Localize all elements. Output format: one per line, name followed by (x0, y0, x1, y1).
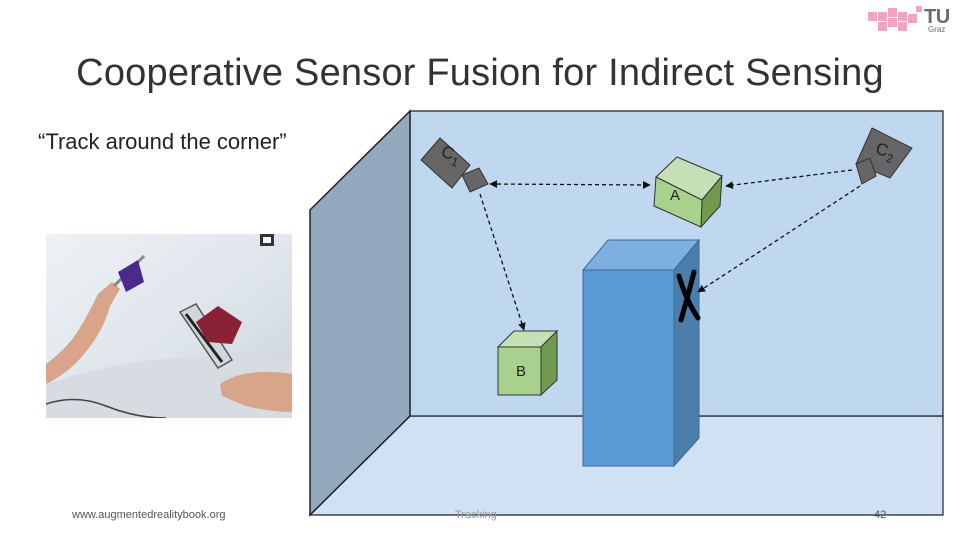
sightline-c2-to-b-blocked (697, 185, 861, 293)
object-b-label: B (516, 363, 526, 380)
footer-center: Tracking (455, 509, 497, 521)
cube-b-front (497, 346, 542, 396)
camera-2-label: C2 (873, 139, 898, 166)
logo-squares (868, 6, 922, 31)
occluder-front (582, 269, 675, 467)
logo-subtext: Graz (928, 25, 946, 34)
slide-subtitle: “Track around the corner” (38, 129, 287, 154)
photo-wall-curve (46, 356, 292, 418)
slide-title: Cooperative Sensor Fusion for Indirect S… (76, 52, 884, 94)
room-left-wall (309, 109, 411, 517)
photo-cable (46, 398, 167, 418)
sightline-c1-to-a (489, 180, 651, 189)
photo-purple-marker (118, 260, 144, 292)
object-a-label: A (670, 187, 680, 204)
page-number: 42 (874, 509, 887, 521)
logo-text: TU (924, 6, 950, 28)
tracking-photo (46, 234, 292, 418)
camera-2-icon (855, 127, 913, 185)
photo-red-marker (196, 306, 242, 344)
cube-a-front (653, 176, 703, 228)
tu-graz-logo (868, 6, 922, 31)
photo-right-arm (220, 371, 292, 412)
camera-1-icon (420, 137, 489, 193)
sightline-c2-to-a (725, 169, 853, 189)
blocked-view-x-icon (676, 269, 701, 323)
sightline-c1-to-b (479, 193, 526, 331)
camera-1-label: C1 (438, 142, 463, 170)
footer-url: www.augmentedrealitybook.org (72, 509, 226, 521)
photo-left-arm (46, 282, 120, 384)
